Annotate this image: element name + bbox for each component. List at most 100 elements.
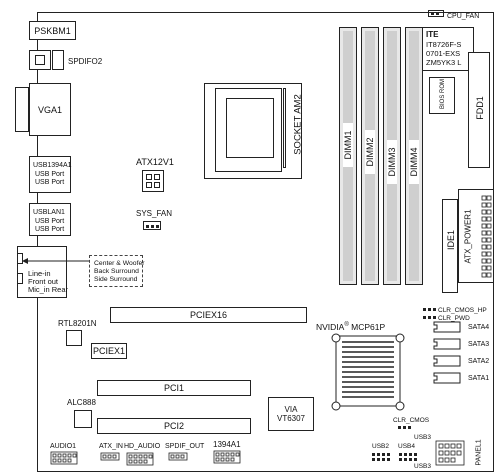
atx-power-connector: ATX_POWER1 [458,189,494,283]
atx12v-label: ATX12V1 [136,157,174,167]
clr-pwd-jumper [423,315,437,320]
clr-cmos-jumper [398,425,412,430]
usblan-name: USBLAN1 [33,209,65,216]
audio-callout-line-1: Center & Woofer [94,260,145,267]
panel-header [435,440,465,466]
atx-in-label: ATX_IN [99,443,123,450]
spdif-label: SPDIFO2 [68,57,103,66]
dimm3-label: DIMM3 [387,140,397,184]
audio-callout-arrow [22,258,90,264]
atx12v-connector [142,170,164,192]
clr-cmos-hp-label: CLR_CMOS_HP [438,307,487,314]
bios-rom-label: BIOS ROM [440,79,446,110]
nvidia-label: NVIDIA® MCP61P [316,321,385,332]
nvidia-registered-mark: ® [344,322,349,328]
usblan-line-2: USB Port [35,226,65,233]
pci2-label: PCI2 [163,421,184,431]
nvidia-brand: NVIDIA [316,321,345,332]
vga-port: VGA1 [29,83,71,136]
vga-connector-flange [15,87,29,132]
usb1394-line-1: USB Port [35,171,65,178]
cpu-fan-header [428,10,444,17]
usb1394-line-2: USB Port [35,179,65,186]
ps2-label: PSKBM1 [34,25,71,36]
fdd-label: FDD1 [475,96,485,120]
via-line-1: VIA [284,405,298,414]
atx-in-header [100,452,120,461]
hd-audio-header [126,452,154,466]
pciex16-slot: PCIEX16 [110,307,307,323]
dimm2-label: DIMM2 [365,130,375,174]
sys-fan-label: SYS_FAN [136,209,173,218]
via-line-2: VT6307 [276,414,306,423]
vga-label: VGA1 [37,104,62,115]
audio-line-1: Line-in [28,269,51,278]
chipset-heatsink [331,333,405,411]
clr-cmos-hp-jumper [423,307,437,312]
atx-power-label: ATX_POWER1 [463,209,473,264]
pciex16-label: PCIEX16 [189,310,228,320]
spdif-out-label: SPDIF_OUT [165,443,205,450]
ieee1394-header [213,450,241,464]
pci1-label: PCI1 [163,383,184,393]
sata-connectors [433,321,461,384]
audio-line-2: Front out [28,277,59,286]
audio1-label: AUDIO1 [50,443,77,450]
board-outline [37,12,494,472]
usb3-label-top: USB3 [414,434,431,441]
usb4-label: USB4 [398,443,415,450]
hd-audio-label: HD_AUDIO [124,443,161,450]
pciex1-label: PCIEX1 [92,346,125,356]
alc-audio-chip [74,410,92,428]
spdif-optical-port [29,50,51,70]
via-firewire-chip: VIA VT6307 [268,397,314,431]
floppy-connector: FDD1 [468,52,490,168]
sata1-label: SATA1 [468,375,490,382]
rtl-label: RTL8201N [58,319,97,328]
rtl-lan-chip [66,330,82,346]
ps2-keyboard-mouse-port: PSKBM1 [29,21,76,40]
spdif-out-header [168,452,188,461]
panel-label: PANEL1 [475,439,483,466]
clr-cmos-label: CLR_CMOS [393,417,430,424]
ite-line-3: 0701-EXS [426,49,461,58]
atx-power-pins [481,195,492,278]
pciex1-slot: PCIEX1 [91,343,127,359]
audio-callout-line-2: Back Surround [94,268,139,275]
dimm4-label: DIMM4 [409,140,419,184]
usb-lan-port: USBLAN1 USB Port USB Port [29,203,71,236]
ite-line-2: IT8726F-S [426,40,462,49]
usb-1394-port: USB1394A1 USB Port USB Port [29,156,72,193]
usb2-header [372,453,390,461]
pci1-slot: PCI1 [97,380,251,396]
ite-superio-chip: ITE IT8726F-S 0701-EXS ZM5YK3 L [422,27,474,71]
usblan-line-1: USB Port [35,218,65,225]
nvidia-chip-model: MCP61P [351,321,386,332]
audio-callout-box: Center & Woofer Back Surround Side Surro… [89,255,145,287]
sata3-label: SATA3 [468,341,490,348]
usb3-label-bottom: USB3 [414,463,431,470]
audio-jack-stack: Line-in Front out Mic_in Rear [17,246,69,298]
dimm1-label: DIMM1 [343,123,353,167]
ite-line-4: ZM5YK3 L [426,58,462,67]
socket-label: SOCKET AM2 [292,94,304,155]
spdif-optical-port-2 [52,50,64,70]
audio1-header [50,451,78,465]
usb4-header [399,453,417,461]
clr-pwd-label: CLR_PWD [438,315,470,322]
pci2-slot: PCI2 [97,418,251,434]
cpu-socket [204,83,302,179]
ieee1394-label: 1394A1 [213,440,241,449]
usb1394-name: USB1394A1 [33,162,72,169]
bios-rom-chip: BIOS ROM [429,77,455,114]
audio-line-3: Mic_in Rear [28,285,69,294]
sys-fan-header [143,221,161,230]
sata4-label: SATA4 [468,324,490,331]
ite-line-1: ITE [426,30,439,39]
audio-callout-line-3: Side Surround [94,276,138,283]
ide-label: IDE1 [446,230,456,251]
cpu-fan-label: CPU_FAN [447,13,480,20]
sata2-label: SATA2 [468,358,490,365]
ide-connector: IDE1 [442,199,458,293]
